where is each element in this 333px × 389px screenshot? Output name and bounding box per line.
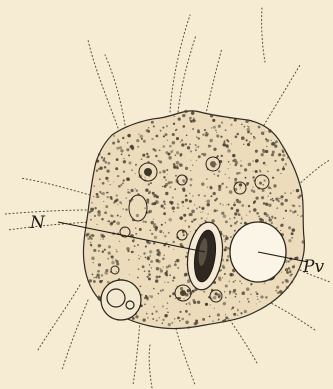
label-nucleus: N [29, 213, 46, 233]
vacuole-lower-left [101, 280, 141, 320]
label-vacuole: Pv [302, 257, 324, 277]
